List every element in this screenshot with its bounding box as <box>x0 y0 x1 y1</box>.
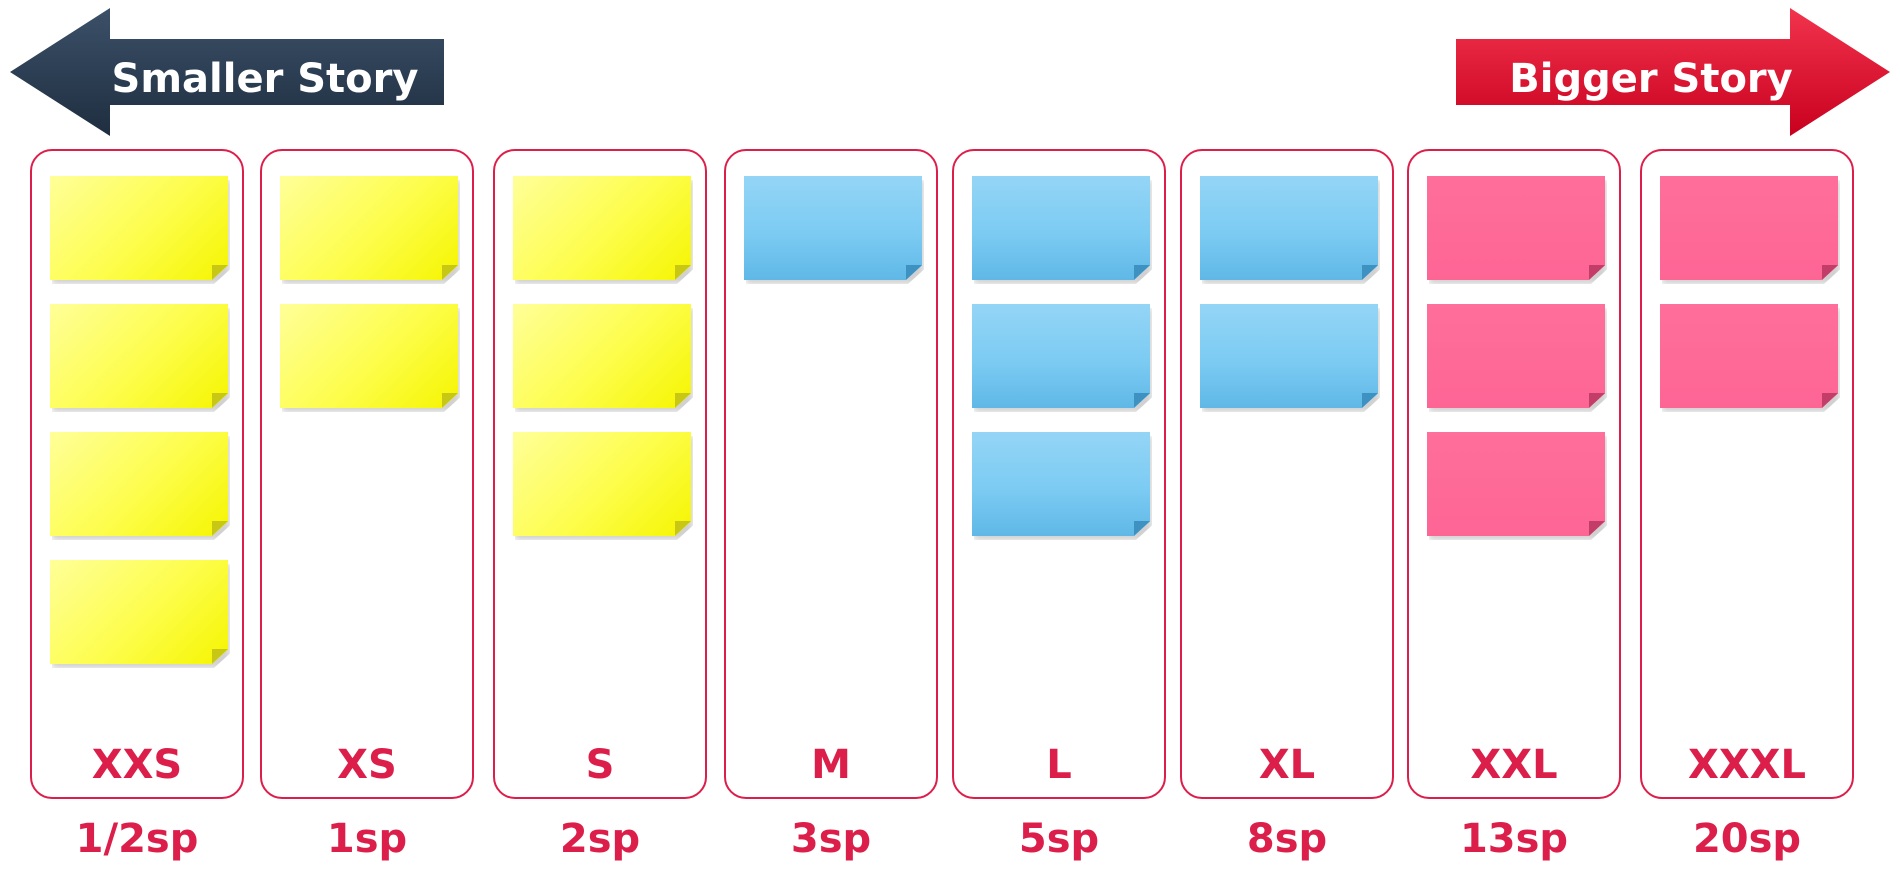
size-label: XXS <box>91 742 183 788</box>
sticky-note <box>513 304 691 408</box>
size-column-m: M <box>724 149 938 799</box>
bigger-story-label: Bigger Story <box>1509 55 1793 102</box>
sticky-note <box>972 176 1150 280</box>
sticky-note <box>1427 176 1605 280</box>
sticky-note <box>513 432 691 536</box>
sticky-note <box>513 176 691 280</box>
size-label: S <box>585 742 615 788</box>
story-points-label: 20sp <box>1692 816 1802 862</box>
size-label: XXXL <box>1687 742 1806 788</box>
size-column-xs: XS <box>260 149 474 799</box>
size-label: XL <box>1258 742 1316 788</box>
story-points-label: 2sp <box>559 816 641 862</box>
sticky-note <box>1200 176 1378 280</box>
size-column-xxs: XXS <box>30 149 244 799</box>
story-points-label: 1/2sp <box>75 816 199 862</box>
sticky-note <box>1427 432 1605 536</box>
left-arrow-icon <box>10 8 444 136</box>
size-column-xxxl: XXXL <box>1640 149 1854 799</box>
sticky-note <box>1660 176 1838 280</box>
sticky-note <box>50 304 228 408</box>
sticky-note <box>1660 304 1838 408</box>
size-label: XXL <box>1470 742 1558 788</box>
size-column-xxl: XXL <box>1407 149 1621 799</box>
story-points-label: 5sp <box>1018 816 1100 862</box>
size-label: M <box>811 742 851 788</box>
size-label: L <box>1046 742 1072 788</box>
sticky-note <box>972 432 1150 536</box>
sticky-note <box>50 176 228 280</box>
sticky-note <box>50 432 228 536</box>
smaller-story-arrow: Smaller Story <box>10 8 444 136</box>
smaller-story-label: Smaller Story <box>111 55 419 102</box>
bigger-story-arrow: Bigger Story <box>1456 8 1890 136</box>
sticky-note <box>50 560 228 664</box>
sticky-note <box>972 304 1150 408</box>
sticky-note <box>744 176 922 280</box>
right-arrow-icon <box>1456 8 1890 136</box>
size-column-s: S <box>493 149 707 799</box>
size-label: XS <box>337 742 397 788</box>
story-points-label: 1sp <box>326 816 408 862</box>
sticky-note <box>1200 304 1378 408</box>
sticky-note <box>1427 304 1605 408</box>
sticky-note <box>280 176 458 280</box>
size-column-l: L <box>952 149 1166 799</box>
story-points-label: 3sp <box>790 816 872 862</box>
story-points-label: 13sp <box>1459 816 1569 862</box>
sticky-note <box>280 304 458 408</box>
story-points-label: 8sp <box>1246 816 1328 862</box>
size-column-xl: XL <box>1180 149 1394 799</box>
